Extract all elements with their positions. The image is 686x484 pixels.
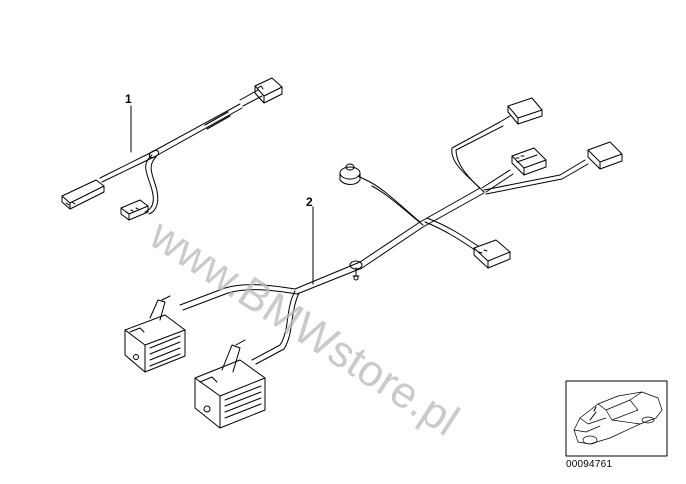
connector-plug-2c (511, 147, 547, 176)
reference-number: 00094761 (566, 459, 613, 470)
connector-plug-1b (120, 199, 149, 221)
connector-plug-1c (239, 77, 283, 107)
connector-block-2e (194, 339, 266, 429)
mount-clip (349, 260, 363, 281)
harness-2 (124, 97, 623, 429)
connector-plug-1a (61, 179, 105, 210)
callout-label-2: 2 (306, 195, 313, 209)
car-thumbnail-icon (573, 391, 663, 445)
connector-plug-2f (473, 239, 511, 269)
callout-label-1: 1 (125, 92, 132, 106)
connector-plug-2d (587, 141, 623, 170)
car-thumbnail-frame (565, 380, 668, 457)
harness-1 (61, 77, 283, 221)
connector-plug-2b (499, 97, 543, 125)
round-sensor (339, 163, 371, 185)
connector-block-2a (124, 295, 186, 373)
